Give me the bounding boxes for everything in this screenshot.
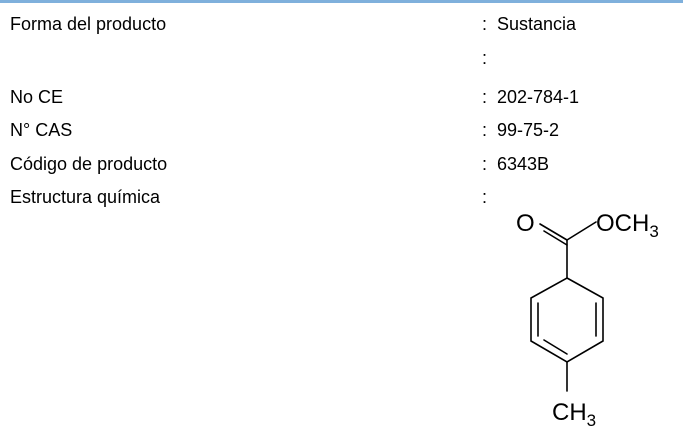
label-chemical-structure: Estructura química [10, 187, 161, 207]
label-product-form: Forma del producto [10, 14, 167, 34]
ester-subscript: 3 [649, 222, 658, 241]
colon-product-code: : [482, 154, 488, 174]
section-top-rule [0, 0, 683, 3]
value-product-form: Sustancia [497, 14, 577, 34]
row-ec-number: No CE : 202-784-1 [0, 83, 683, 111]
row-product-code: Código de producto : 6343B [0, 150, 683, 178]
row-cas-number: N° CAS : 99-75-2 [0, 116, 683, 144]
value-ec-number: 202-784-1 [497, 87, 580, 107]
colon-chemical-structure: : [482, 187, 488, 207]
colon-cas-number: : [482, 120, 488, 140]
colon-ec-number: : [482, 87, 488, 107]
methyl-main: CH [552, 399, 587, 426]
methyl-group-label: CH3 [552, 399, 596, 430]
row-product-form: Forma del producto : Sustancia [0, 10, 683, 38]
row-chemical-structure: Estructura química : [0, 183, 683, 211]
label-ec-number: No CE [10, 87, 64, 107]
carbonyl-oxygen-label: O [516, 210, 535, 237]
methyl-subscript: 3 [587, 411, 596, 430]
value-cas-number: 99-75-2 [497, 120, 560, 140]
carbonyl-bond-1 [539, 223, 568, 241]
value-product-code: 6343B [497, 154, 550, 174]
label-cas-number: N° CAS [10, 120, 73, 140]
label-product-code: Código de producto [10, 154, 168, 174]
ester-group-label: OCH3 [596, 210, 659, 241]
colon-product-form: : [482, 14, 488, 34]
row-empty: : [0, 44, 683, 72]
carbonyl-bond-2 [543, 230, 568, 246]
colon-empty: : [482, 48, 488, 68]
aromatic-bond-bottom [543, 339, 568, 355]
ester-main: OCH [596, 210, 649, 237]
benzene-ring [530, 277, 604, 363]
ester-bond [566, 221, 597, 241]
